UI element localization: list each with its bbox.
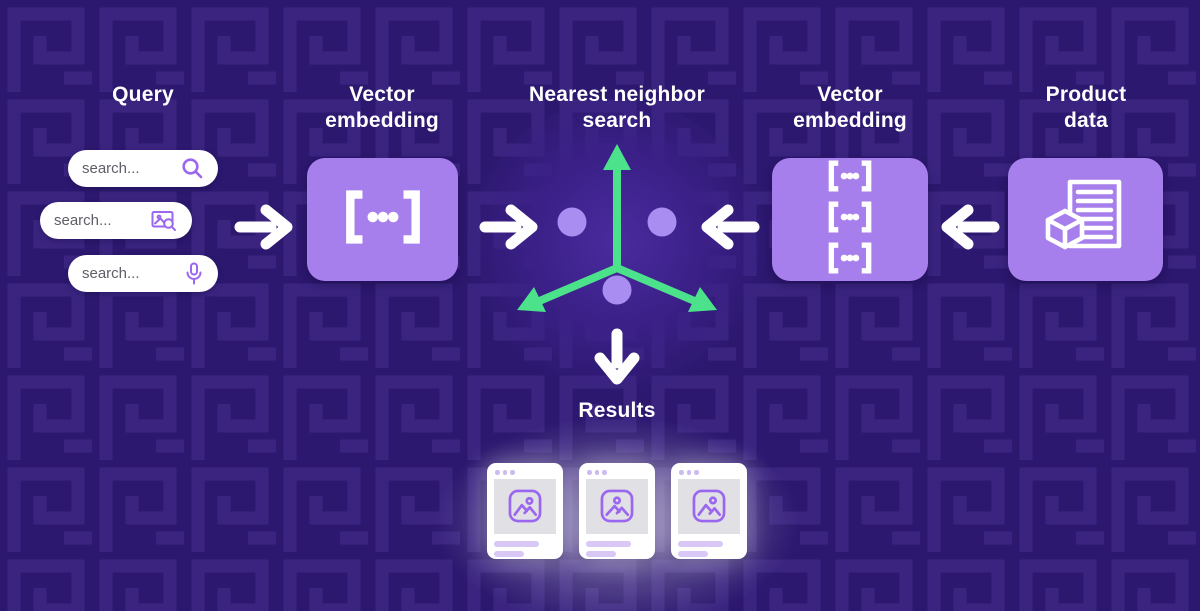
- skeleton-line: [586, 540, 631, 547]
- vector-brackets-icon: [337, 189, 429, 250]
- document-cube-icon: [1044, 175, 1128, 264]
- nearest-neighbor-search-title: Nearest neighbor search: [529, 83, 705, 133]
- arrow-embedding-to-search: [479, 204, 538, 250]
- vector-embedding-right-box: [772, 158, 928, 281]
- magnifier-icon: [181, 157, 204, 180]
- results-title: Results: [578, 399, 656, 422]
- vector-embedding-right-title: Vector embedding: [793, 83, 907, 133]
- vector-brackets-stack-icon: [811, 201, 889, 238]
- skeleton-line: [494, 550, 524, 557]
- picture-icon: [600, 489, 634, 523]
- result-card[interactable]: [487, 463, 563, 559]
- skeleton-line: [678, 550, 708, 557]
- image-placeholder: [494, 478, 556, 534]
- query-title: Query: [112, 83, 174, 106]
- search-pill-voice[interactable]: search...: [68, 255, 218, 292]
- 3d-axes-icon: [517, 144, 717, 312]
- product-data-box: [1008, 158, 1163, 281]
- arrow-search-to-results: [594, 328, 640, 385]
- result-card[interactable]: [671, 463, 747, 559]
- search-placeholder: search...: [82, 160, 140, 177]
- image-placeholder: [678, 478, 740, 534]
- window-dots-icon: [495, 470, 556, 475]
- vector-embedding-left-title: Vector embedding: [325, 83, 439, 133]
- arrow-embedding-to-search-right: [701, 204, 760, 250]
- skeleton-line: [586, 550, 616, 557]
- search-placeholder: search...: [82, 265, 140, 282]
- vector-brackets-stack-icon: [811, 242, 889, 279]
- skeleton-line: [494, 540, 539, 547]
- image-placeholder: [586, 478, 648, 534]
- result-card[interactable]: [579, 463, 655, 559]
- product-data-title: Product data: [1045, 83, 1127, 133]
- search-pill-image[interactable]: search...: [40, 202, 192, 239]
- vector-embedding-left-box: [307, 158, 458, 281]
- skeleton-line: [678, 540, 723, 547]
- search-placeholder: search...: [54, 212, 112, 229]
- window-dots-icon: [587, 470, 648, 475]
- picture-icon: [692, 489, 726, 523]
- microphone-icon: [184, 262, 204, 286]
- window-dots-icon: [679, 470, 740, 475]
- arrow-query-to-embedding: [234, 204, 293, 250]
- picture-icon: [508, 489, 542, 523]
- search-pill-text[interactable]: search...: [68, 150, 218, 187]
- image-search-icon: [151, 209, 178, 232]
- vector-brackets-stack-icon: [811, 160, 889, 197]
- arrow-product-to-embedding: [941, 204, 1000, 250]
